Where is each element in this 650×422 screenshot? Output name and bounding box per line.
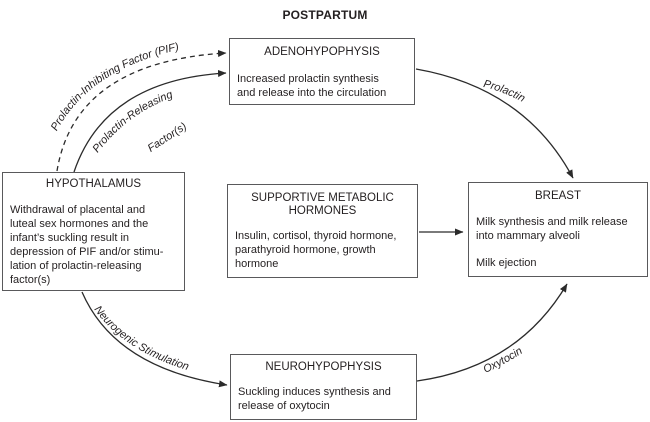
prf-arrow-label-line2-text: Factor(s) <box>146 120 190 154</box>
box-adenohypophysis-title: ADENOHYPOPHYSIS <box>264 46 380 58</box>
pif-arrow-label: Prolactin-Inhibiting Factor (PIF) <box>49 41 180 133</box>
box-supportive-metabolic-hormones: SUPPORTIVE METABOLIC HORMONES Insulin, c… <box>227 184 418 278</box>
prolactin-arrow-label-text: Prolactin <box>482 78 527 105</box>
box-hypothalamus: HYPOTHALAMUS Withdrawal of placental and… <box>2 172 185 291</box>
figure-title: POSTPARTUM <box>282 8 368 22</box>
prolactin-releasing-arrow-label-line2: Factor(s) <box>146 120 190 154</box>
prolactin-arrow-label: Prolactin <box>482 78 527 105</box>
oxytocin-arrow-label: Oxytocin <box>481 345 524 376</box>
box-supportive-metabolic-hormones-title: SUPPORTIVE METABOLIC HORMONES <box>251 192 394 217</box>
neurogenic-arrow-label-text: Neurogenic Stimulation <box>92 304 191 373</box>
box-adenohypophysis-body: Increased prolactin synthesis and releas… <box>237 73 387 99</box>
box-neurohypophysis: NEUROHYPOPHYSIS Suckling induces synthes… <box>230 354 417 420</box>
prolactin-arrow <box>415 68 574 179</box>
pif-arrow <box>56 49 227 172</box>
box-hypothalamus-body: Withdrawal of placental and luteal sex h… <box>10 204 164 286</box>
pif-arrow-label-text: Prolactin-Inhibiting Factor (PIF) <box>49 41 180 133</box>
oxytocin-arrow-label-text: Oxytocin <box>481 345 524 376</box>
box-breast-title: BREAST <box>534 190 581 202</box>
box-breast: BREAST Milk synthesis and milk release i… <box>468 182 648 277</box>
oxytocin-arrow <box>416 283 568 382</box>
box-neurohypophysis-title: NEUROHYPOPHYSIS <box>265 361 382 373</box>
box-supportive-metabolic-hormones-body: Insulin, cortisol, thyroid hormone, para… <box>235 230 397 270</box>
neurogenic-stimulation-arrow-label: Neurogenic Stimulation <box>92 304 191 373</box>
box-adenohypophysis: ADENOHYPOPHYSIS Increased prolactin synt… <box>229 38 415 105</box>
box-neurohypophysis-body: Suckling induces synthesis and release o… <box>238 386 391 412</box>
neurogenic-stimulation-arrow <box>81 291 228 388</box>
box-hypothalamus-title: HYPOTHALAMUS <box>45 178 142 190</box>
prolactin-releasing-arrow <box>73 69 227 173</box>
box-breast-body: Milk synthesis and milk release into mam… <box>476 216 628 269</box>
